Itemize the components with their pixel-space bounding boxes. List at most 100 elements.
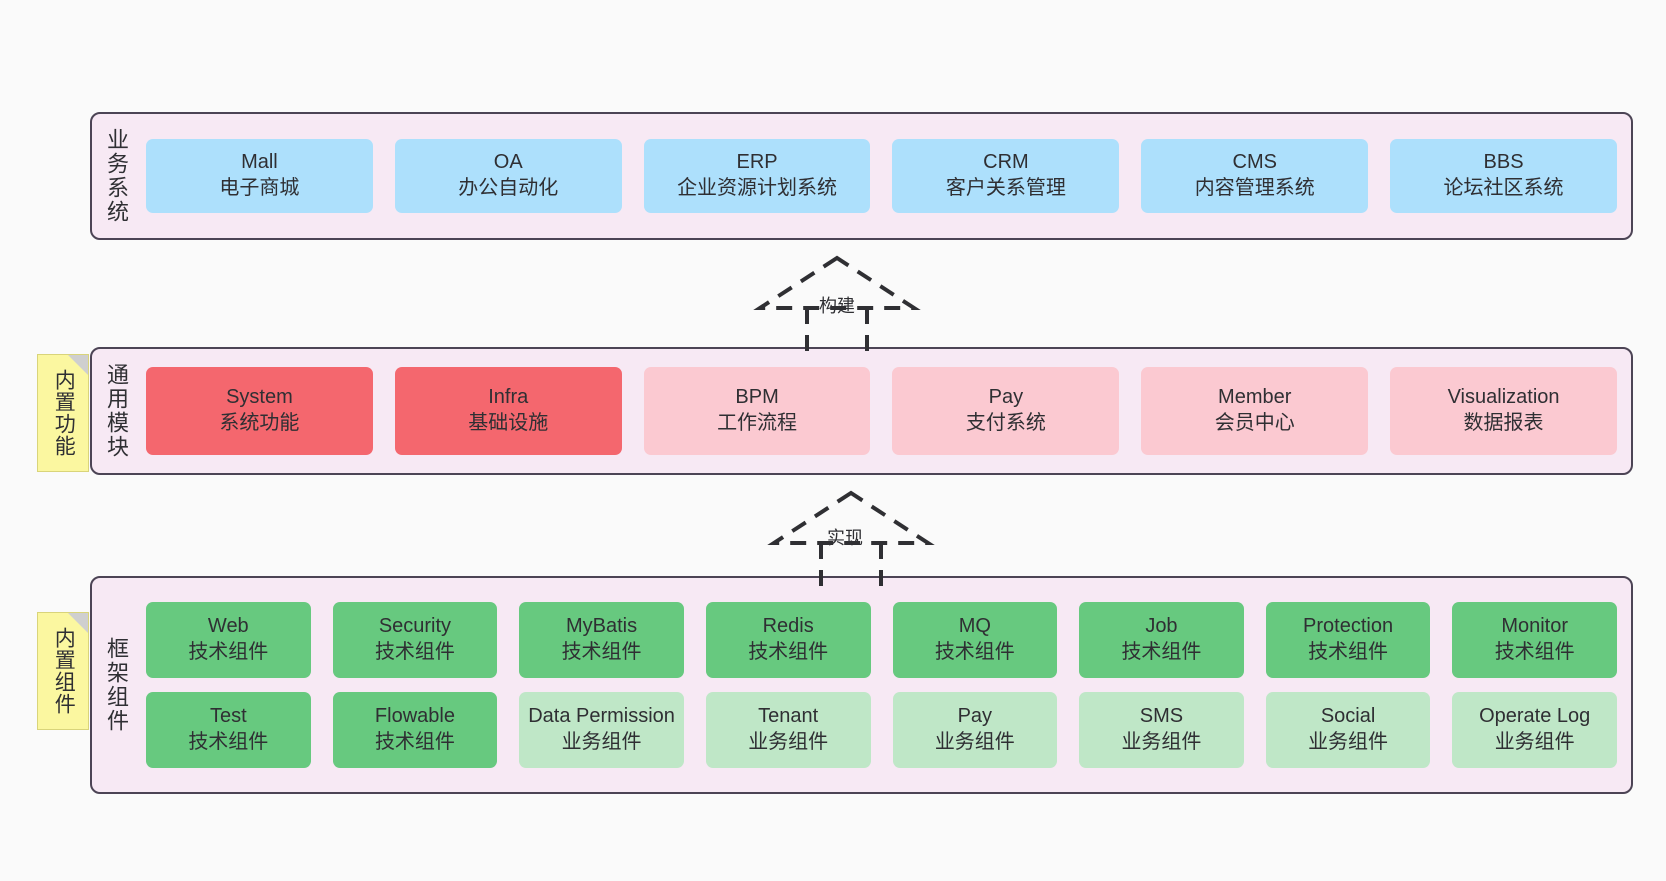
node-subtitle: 技术组件: [374, 731, 455, 753]
node-title: Infra: [488, 386, 529, 409]
connector-build-arrow: [753, 255, 921, 352]
node-data-permission[interactable]: Data Permission 业务组件: [519, 692, 684, 768]
node-monitor[interactable]: Monitor 技术组件: [1452, 602, 1617, 678]
note-builtin-components: 内置组件: [37, 612, 89, 730]
node-operate-log[interactable]: Operate Log 业务组件: [1452, 692, 1617, 768]
business-row: Mall 电子商城 OA 办公自动化 ERP 企业资源计划系统 CRM 客户关系…: [146, 139, 1617, 213]
connector-implement-arrow: [767, 490, 935, 587]
node-title: Web: [207, 615, 249, 638]
node-subtitle: 业务组件: [561, 731, 642, 753]
node-title: Member: [1218, 386, 1292, 409]
layer-framework-body: Web 技术组件 Security 技术组件 MyBatis 技术组件 Redi…: [140, 578, 1631, 792]
node-title: CMS: [1232, 151, 1277, 174]
node-mq[interactable]: MQ 技术组件: [892, 602, 1058, 678]
node-subtitle: 技术组件: [748, 641, 829, 663]
node-protection[interactable]: Protection 技术组件: [1265, 602, 1431, 678]
node-title: Social: [1320, 705, 1376, 728]
node-title: Job: [1145, 615, 1178, 638]
note-label: 内置功能: [52, 369, 76, 457]
node-web[interactable]: Web 技术组件: [146, 602, 311, 678]
note-fold-corner-icon: [68, 613, 88, 633]
node-subtitle: 业务组件: [748, 731, 829, 753]
node-social[interactable]: Social 业务组件: [1265, 692, 1431, 768]
node-crm[interactable]: CRM 客户关系管理: [892, 139, 1120, 213]
generalization-shaft: [819, 543, 883, 587]
node-title: Data Permission: [528, 705, 675, 728]
node-system[interactable]: System 系统功能: [146, 367, 373, 455]
node-title: BBS: [1483, 151, 1524, 174]
node-subtitle: 内容管理系统: [1194, 177, 1315, 199]
node-subtitle: 技术组件: [1121, 641, 1202, 663]
note-label: 内置组件: [52, 627, 76, 715]
node-title: MQ: [958, 615, 991, 638]
node-title: ERP: [736, 151, 778, 174]
node-mall[interactable]: Mall 电子商城: [146, 139, 373, 213]
node-title: CRM: [983, 151, 1029, 174]
node-title: Operate Log: [1479, 705, 1591, 728]
node-erp[interactable]: ERP 企业资源计划系统: [643, 139, 871, 213]
layer-common-body: System 系统功能 Infra 基础设施 BPM 工作流程 Pay 支付系统…: [140, 349, 1631, 473]
node-subtitle: 技术组件: [188, 641, 269, 663]
node-redis[interactable]: Redis 技术组件: [705, 602, 871, 678]
layer-business-systems: 业务系统 Mall 电子商城 OA 办公自动化 ERP 企业资源计划系统 CRM…: [90, 112, 1633, 240]
node-subtitle: 技术组件: [374, 641, 455, 663]
node-oa[interactable]: OA 办公自动化: [394, 139, 622, 213]
node-subtitle: 办公自动化: [458, 177, 559, 199]
node-title: Redis: [762, 615, 814, 638]
node-title: Security: [378, 615, 452, 638]
node-pay-component[interactable]: Pay 业务组件: [892, 692, 1058, 768]
node-subtitle: 会员中心: [1214, 412, 1295, 434]
node-title: Monitor: [1501, 615, 1569, 638]
node-subtitle: 系统功能: [219, 412, 300, 434]
node-subtitle: 技术组件: [934, 641, 1015, 663]
note-builtin-features: 内置功能: [37, 354, 89, 472]
node-title: OA: [493, 151, 523, 174]
node-subtitle: 电子商城: [219, 177, 300, 199]
node-title: Tenant: [758, 705, 819, 728]
node-title: SMS: [1139, 705, 1184, 728]
common-row: System 系统功能 Infra 基础设施 BPM 工作流程 Pay 支付系统…: [146, 367, 1617, 455]
layer-framework-components: 框架组件 Web 技术组件 Security 技术组件 MyBatis 技术组件…: [90, 576, 1633, 794]
node-cms[interactable]: CMS 内容管理系统: [1141, 139, 1369, 213]
node-subtitle: 技术组件: [1494, 641, 1575, 663]
generalization-triangle-head: [767, 490, 935, 545]
node-subtitle: 论坛社区系统: [1443, 177, 1564, 199]
node-title: MyBatis: [566, 615, 638, 638]
node-title: Flowable: [374, 705, 455, 728]
node-title: Pay: [957, 705, 993, 728]
node-member[interactable]: Member 会员中心: [1141, 367, 1369, 455]
layer-business-title: 业务系统: [103, 128, 129, 224]
node-sms[interactable]: SMS 业务组件: [1079, 692, 1244, 768]
layer-framework-title: 框架组件: [103, 637, 129, 733]
node-subtitle: 技术组件: [561, 641, 642, 663]
layer-common-modules: 通用模块 System 系统功能 Infra 基础设施 BPM 工作流程 Pay…: [90, 347, 1633, 475]
node-title: Protection: [1303, 615, 1394, 638]
node-subtitle: 工作流程: [717, 412, 798, 434]
generalization-shaft: [805, 308, 869, 352]
framework-row-business: Test 技术组件 Flowable 技术组件 Data Permission …: [146, 692, 1617, 768]
node-subtitle: 业务组件: [1494, 731, 1575, 753]
node-bpm[interactable]: BPM 工作流程: [643, 367, 871, 455]
node-subtitle: 业务组件: [1308, 731, 1389, 753]
node-bbs[interactable]: BBS 论坛社区系统: [1390, 139, 1617, 213]
generalization-triangle-head: [753, 255, 921, 310]
node-subtitle: 技术组件: [188, 731, 269, 753]
node-security[interactable]: Security 技术组件: [332, 602, 498, 678]
framework-row-tech: Web 技术组件 Security 技术组件 MyBatis 技术组件 Redi…: [146, 602, 1617, 678]
node-subtitle: 客户关系管理: [945, 177, 1066, 199]
node-job[interactable]: Job 技术组件: [1079, 602, 1244, 678]
node-infra[interactable]: Infra 基础设施: [394, 367, 622, 455]
node-test[interactable]: Test 技术组件: [146, 692, 311, 768]
node-title: Visualization: [1447, 386, 1560, 409]
node-tenant[interactable]: Tenant 业务组件: [705, 692, 871, 768]
node-subtitle: 技术组件: [1308, 641, 1389, 663]
node-visualization[interactable]: Visualization 数据报表: [1390, 367, 1617, 455]
node-subtitle: 数据报表: [1463, 412, 1544, 434]
node-title: Mall: [241, 151, 278, 174]
node-title: Test: [209, 705, 247, 728]
node-mybatis[interactable]: MyBatis 技术组件: [519, 602, 684, 678]
node-pay[interactable]: Pay 支付系统: [892, 367, 1120, 455]
node-subtitle: 业务组件: [1121, 731, 1202, 753]
layer-common-title: 通用模块: [103, 363, 129, 459]
node-flowable[interactable]: Flowable 技术组件: [332, 692, 498, 768]
